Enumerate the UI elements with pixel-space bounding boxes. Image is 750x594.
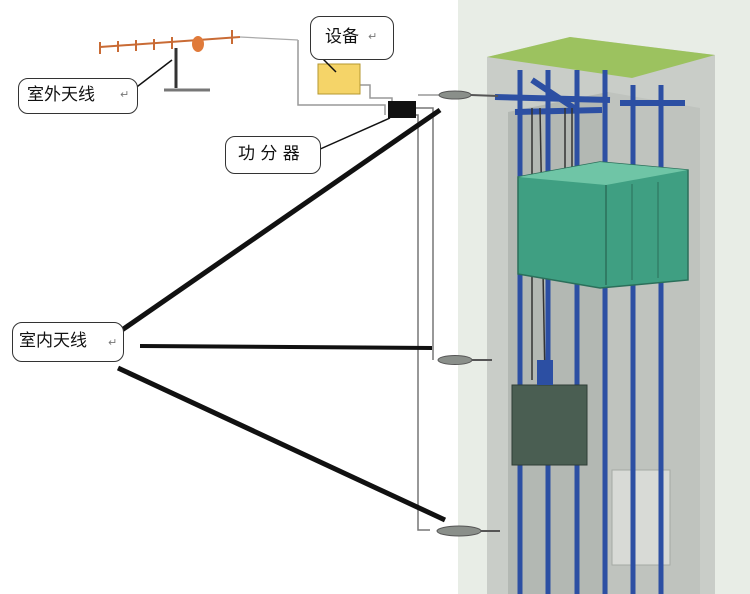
callout-pointers bbox=[116, 57, 447, 523]
elevator-car bbox=[517, 161, 689, 289]
top-bracket bbox=[514, 107, 603, 115]
antenna-feeder bbox=[239, 36, 299, 41]
counterweight bbox=[511, 360, 588, 466]
return-mark: ↵ bbox=[108, 336, 118, 349]
antenna-feed bbox=[192, 36, 204, 52]
top-bracket bbox=[494, 94, 611, 103]
splitter-label: 功 分 器 bbox=[238, 144, 300, 164]
antenna-boom bbox=[99, 36, 241, 48]
counterweight-block bbox=[511, 384, 588, 466]
pointer-splitter bbox=[317, 117, 391, 151]
indoor-antennas bbox=[436, 90, 500, 537]
counterweight-pulley bbox=[537, 360, 553, 385]
return-mark: ↵ bbox=[120, 88, 130, 101]
car-top bbox=[518, 162, 688, 185]
indoor-antenna-top bbox=[438, 90, 472, 100]
indoor-antenna-middle bbox=[437, 355, 473, 365]
return-mark: ↵ bbox=[368, 30, 378, 43]
pointer-indoor-antenna-bottom bbox=[116, 365, 447, 523]
outdoor-antenna-callout: 室外天线 ↵ bbox=[18, 78, 138, 114]
shaft-roof bbox=[487, 37, 715, 78]
equipment-box bbox=[317, 63, 361, 95]
splitter-callout: 功 分 器 bbox=[225, 136, 321, 174]
indoor-antenna-callout: 室内天线 ↵ bbox=[12, 322, 124, 362]
antenna-mount bbox=[470, 94, 499, 97]
feeder-antenna-to-equipment bbox=[297, 40, 386, 115]
indoor-antenna-bottom bbox=[436, 525, 482, 537]
pointer-equipment bbox=[321, 57, 337, 73]
indoor-antenna-label: 室内天线 bbox=[19, 331, 87, 351]
outdoor-antenna-label: 室外天线 bbox=[27, 85, 95, 105]
top-bracket bbox=[530, 77, 582, 115]
pointer-indoor-antenna-middle bbox=[139, 344, 433, 350]
feeder-to-bottom-antenna bbox=[410, 114, 430, 531]
equipment-callout: 设备 ↵ bbox=[310, 16, 394, 60]
equipment-label: 设备 bbox=[325, 27, 359, 47]
outdoor-antenna bbox=[99, 30, 299, 92]
feeder-cables bbox=[297, 40, 470, 531]
pointer-indoor-antenna-top bbox=[120, 107, 442, 333]
splitter-box bbox=[388, 101, 416, 118]
rail-brackets bbox=[494, 77, 685, 115]
feeder-to-middle-antenna bbox=[416, 107, 434, 360]
